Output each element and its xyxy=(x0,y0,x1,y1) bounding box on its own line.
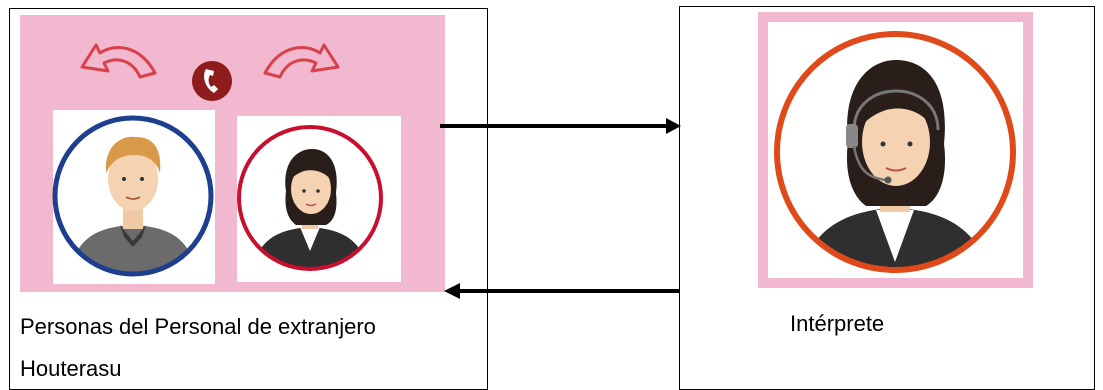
interpreter-caption: Intérprete xyxy=(790,311,885,336)
interpreter-illustration xyxy=(758,12,1033,288)
curved-arrow-right-icon xyxy=(263,43,340,79)
curved-arrow-left-icon xyxy=(80,43,157,79)
phone-icon xyxy=(192,61,232,101)
arrow-to-caller xyxy=(444,283,680,299)
arrow-to-interpreter xyxy=(440,118,681,134)
caller-caption-line1: Personas del Personal de extranjero xyxy=(20,314,376,339)
call-illustration xyxy=(20,15,445,292)
woman-avatar xyxy=(237,125,383,271)
headset-icon xyxy=(846,89,940,184)
caller-caption-line2: Houterasu xyxy=(20,356,122,381)
